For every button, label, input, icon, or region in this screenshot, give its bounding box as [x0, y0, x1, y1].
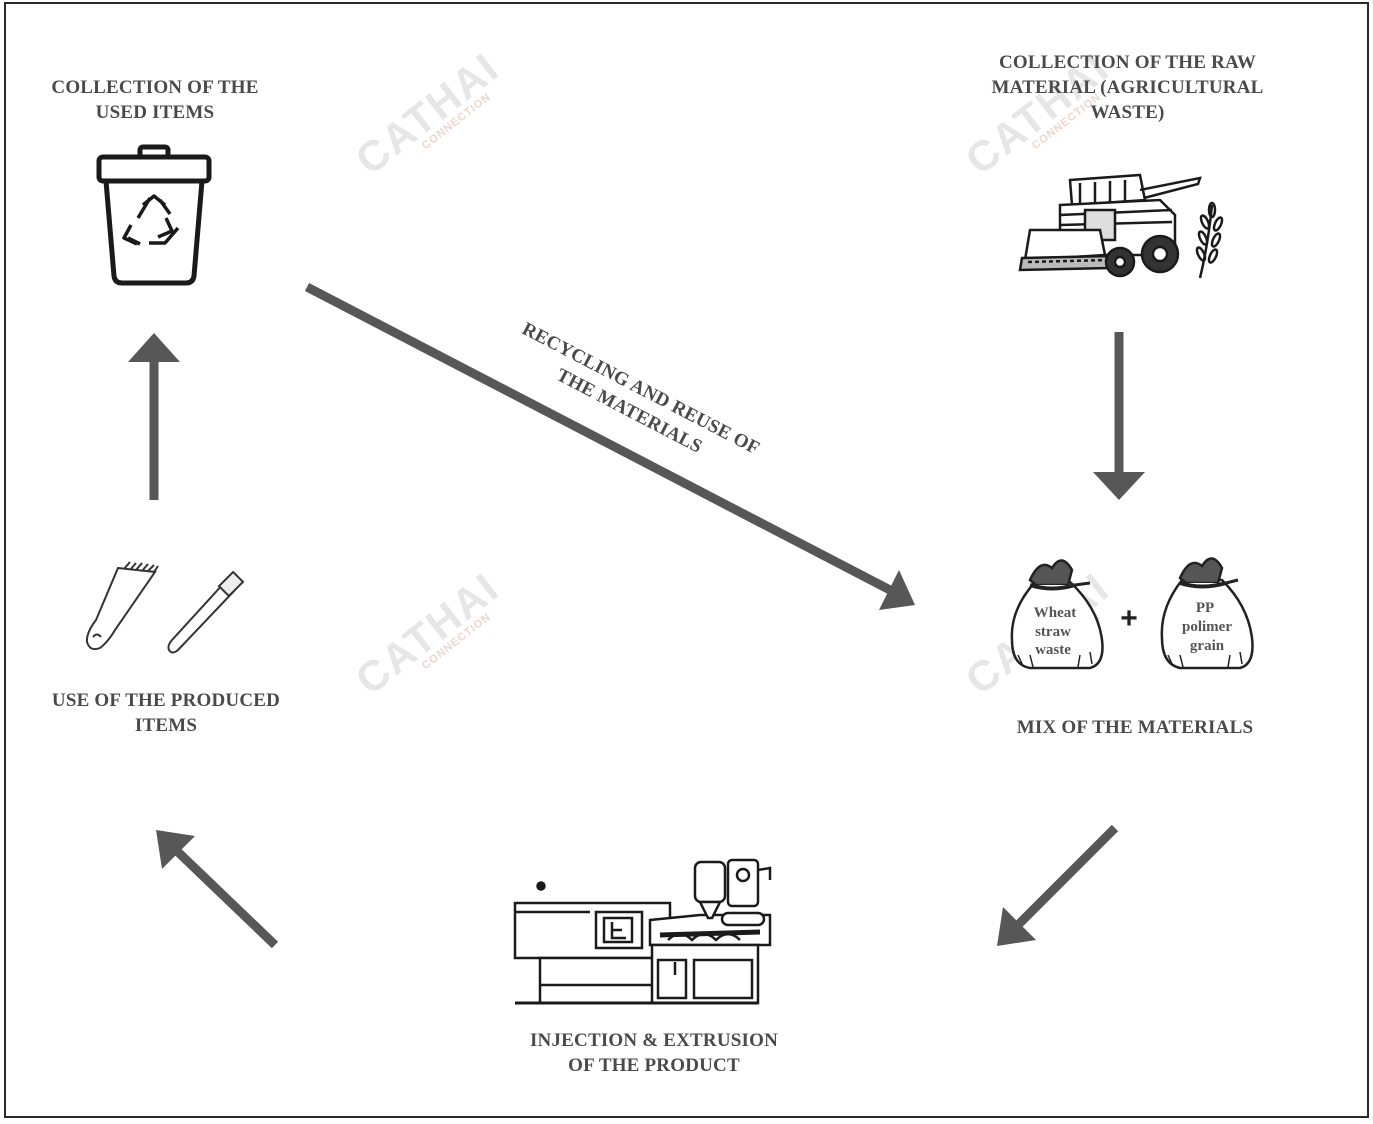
bag-right-line-2: polimer: [1182, 619, 1232, 635]
label-injection: INJECTION & EXTRUSION OF THE PRODUCT: [529, 1030, 779, 1076]
bag-right-line-1: PP: [1196, 600, 1214, 616]
bag-left-line-2: straw: [1035, 624, 1071, 640]
recycle-bin-icon: [96, 144, 212, 286]
arrow-raw-to-mix: [1093, 332, 1145, 500]
injection-machine-icon: [513, 858, 772, 1005]
diagram-frame: [4, 2, 1369, 1118]
arrow-mix-to-injection: [997, 824, 1119, 946]
label-collection-used: COLLECTION OF THE USED ITEMS: [51, 77, 259, 123]
label-mix: MIX OF THE MATERIALS: [1016, 717, 1254, 738]
plus-sign: +: [1120, 602, 1138, 635]
sack-icon: [1160, 557, 1254, 670]
label-collection-raw: COLLECTION OF THE RAW MATERIAL (AGRICULT…: [991, 52, 1264, 123]
sack-icon: [1010, 559, 1104, 670]
arrow-up-to-collection: [128, 333, 180, 500]
bag-left-line-3: waste: [1035, 642, 1071, 658]
bag-right-line-3: grain: [1190, 638, 1225, 654]
comb-icon: [85, 561, 159, 651]
arrow-injection-to-use: [156, 830, 279, 949]
wheat-icon: [1195, 201, 1224, 279]
bag-left-line-1: Wheat: [1034, 605, 1077, 621]
combine-harvester-icon: [1018, 173, 1202, 278]
label-use-produced: USE OF THE PRODUCED ITEMS: [51, 690, 281, 736]
arrow-recycling-to-mix: [304, 283, 915, 610]
toothbrush-icon: [167, 570, 245, 654]
